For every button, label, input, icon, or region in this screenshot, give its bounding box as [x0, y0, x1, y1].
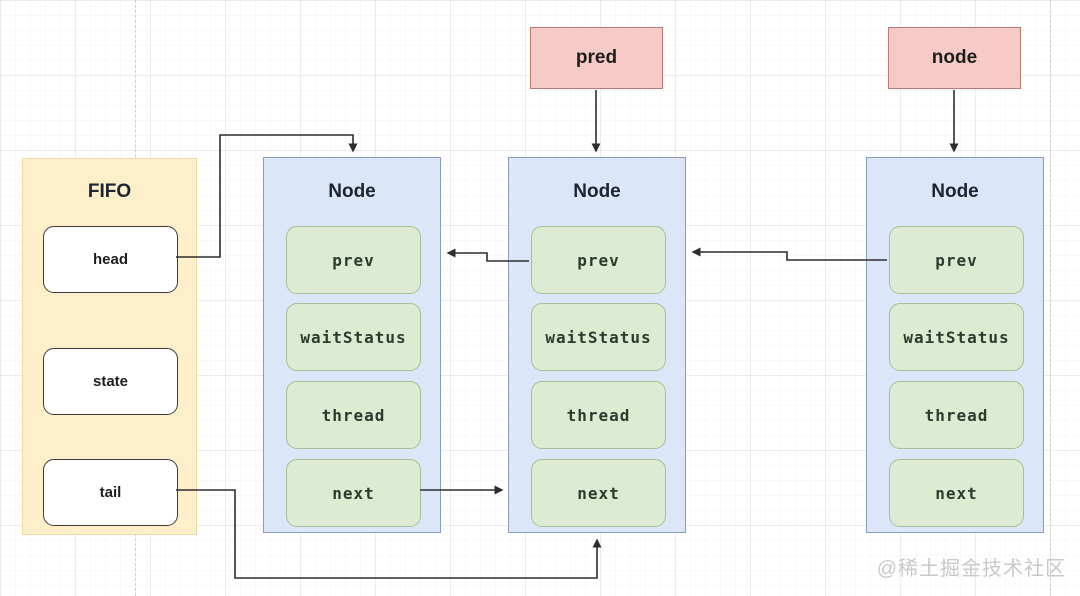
node-pointer-label: node [931, 47, 978, 68]
fifo-slot-tail-label: tail [99, 484, 122, 501]
fifo-slot-head: head [43, 226, 178, 293]
fifo-slot-tail: tail [43, 459, 178, 526]
node3-field-waitstatus-label: waitStatus [903, 327, 1010, 347]
watermark: @稀土掘金技术社区 [876, 558, 1066, 580]
fifo-container: FIFO head state tail [22, 158, 197, 535]
node1-field-waitstatus-label: waitStatus [300, 327, 407, 347]
node2-field-prev: prev [531, 226, 666, 294]
node3-field-prev-label: prev [935, 250, 978, 270]
node3-field-thread: thread [889, 381, 1024, 449]
pred-pointer-label: pred [575, 47, 618, 68]
node1-field-thread: thread [286, 381, 421, 449]
fifo-title: FIFO [87, 181, 132, 202]
node-column-1: Node prev waitStatus thread next [263, 157, 441, 533]
fifo-slot-state-label: state [92, 373, 129, 390]
node-pointer-box: node [888, 27, 1021, 89]
pred-pointer-box: pred [530, 27, 663, 89]
node3-field-waitstatus: waitStatus [889, 303, 1024, 371]
node-column-2: Node prev waitStatus thread next [508, 157, 686, 533]
node1-field-prev-label: prev [332, 250, 375, 270]
node3-field-next-label: next [935, 483, 978, 503]
node-column-3-title: Node [931, 181, 979, 202]
node2-field-next: next [531, 459, 666, 527]
node3-field-thread-label: thread [924, 405, 989, 425]
node3-field-prev: prev [889, 226, 1024, 294]
node2-field-prev-label: prev [577, 250, 620, 270]
node-column-2-title: Node [573, 181, 621, 202]
node1-field-next: next [286, 459, 421, 527]
fifo-slot-head-label: head [92, 251, 128, 268]
node2-field-next-label: next [577, 483, 620, 503]
node1-field-thread-label: thread [321, 405, 386, 425]
node-column-3: Node prev waitStatus thread next [866, 157, 1044, 533]
fifo-slot-state: state [43, 348, 178, 415]
node1-field-waitstatus: waitStatus [286, 303, 421, 371]
node1-field-prev: prev [286, 226, 421, 294]
node2-field-thread-label: thread [566, 405, 631, 425]
node2-field-thread: thread [531, 381, 666, 449]
node1-field-next-label: next [332, 483, 375, 503]
node2-field-waitstatus: waitStatus [531, 303, 666, 371]
node3-field-next: next [889, 459, 1024, 527]
node-column-1-title: Node [328, 181, 376, 202]
page-break-line [1050, 0, 1051, 596]
node2-field-waitstatus-label: waitStatus [545, 327, 652, 347]
arrow-node3prev-to-node2 [691, 247, 887, 261]
